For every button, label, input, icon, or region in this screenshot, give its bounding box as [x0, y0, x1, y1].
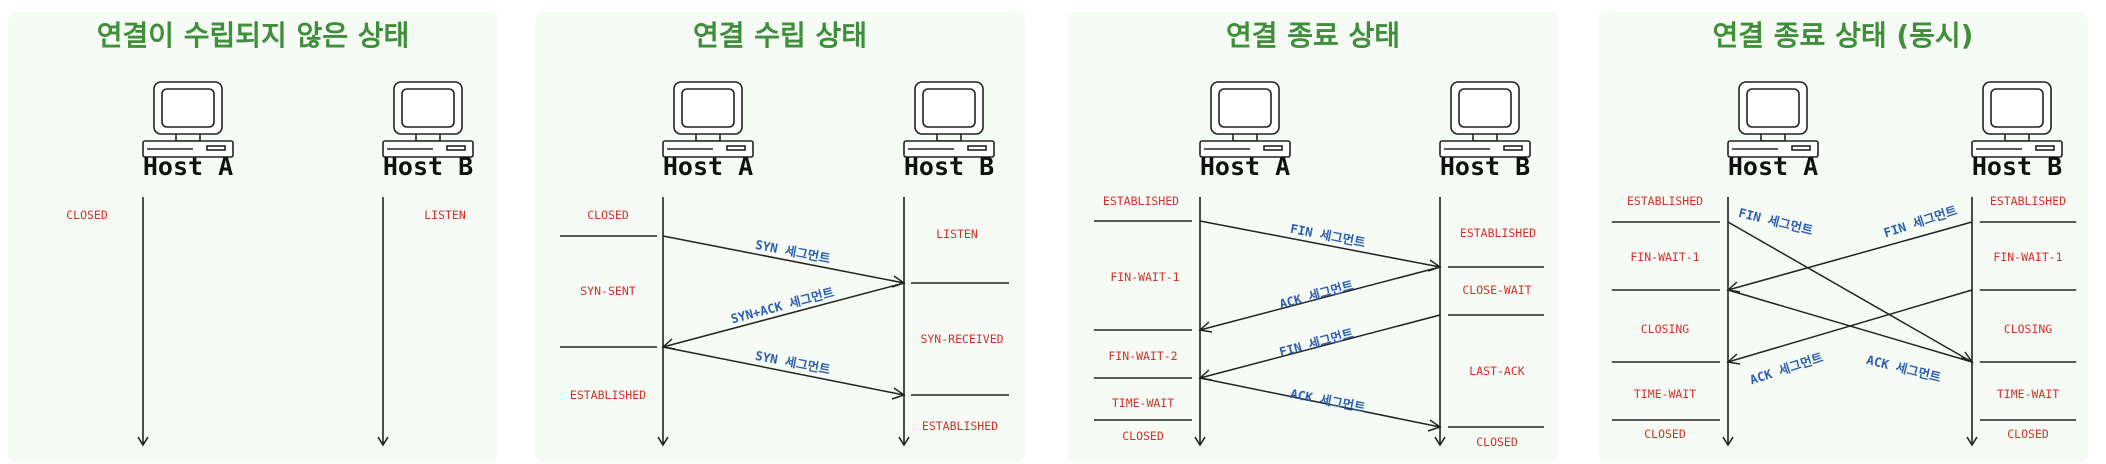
- state-label-host-a: TIME-WAIT: [1111, 396, 1175, 410]
- state-label-host-a: TIME-WAIT: [1633, 387, 1697, 401]
- panel-3-lines: [1094, 81, 1544, 447]
- host-b-label: Host B: [382, 152, 474, 181]
- state-label-host-a: FIN-WAIT-2: [1108, 349, 1178, 363]
- message-arrow: [1199, 266, 1441, 331]
- state-label-host-a: ESTABLISHED: [1102, 194, 1180, 208]
- message-arrow: [662, 282, 905, 348]
- computer-icon: [382, 81, 474, 158]
- panel-1-lines: [137, 81, 474, 447]
- computer-icon: [1727, 81, 1819, 158]
- arrowhead-icon: [1966, 436, 1978, 447]
- panel-title: 연결이 수립되지 않은 상태: [96, 19, 410, 52]
- arrowhead-icon: [1726, 353, 1741, 365]
- message-arrow: [1727, 221, 1973, 291]
- host-b-label: Host B: [903, 152, 995, 181]
- state-label-host-b: ESTABLISHED: [1459, 226, 1537, 240]
- state-label-host-b: FIN-WAIT-1: [1993, 250, 2063, 264]
- arrowhead-icon: [1434, 436, 1446, 447]
- panel-title: 연결 종료 상태 (동시): [1712, 19, 1974, 52]
- panel-connection-establishment: 연결 수립 상태 Host A Host B CLOSED SYN-SENT E…: [535, 12, 1025, 462]
- host-b-label: Host B: [1971, 152, 2063, 181]
- state-label-host-a: FIN-WAIT-1: [1110, 270, 1180, 284]
- computer-icon: [142, 81, 234, 158]
- host-a-label: Host A: [1199, 152, 1291, 181]
- state-label-host-b: SYN-RECEIVED: [920, 332, 1004, 346]
- computer-icon: [1199, 81, 1291, 158]
- message-arrow: [662, 346, 905, 396]
- state-label-host-a: FIN-WAIT-1: [1630, 250, 1700, 264]
- panel-title: 연결 종료 상태: [1225, 19, 1401, 52]
- state-label-host-b: LAST-ACK: [1469, 364, 1525, 378]
- state-label-host-b: CLOSE-WAIT: [1462, 283, 1532, 297]
- arrowhead-icon: [657, 436, 669, 447]
- panel-2-lines: [560, 81, 1009, 447]
- state-label-host-a: SYN-SENT: [580, 284, 636, 298]
- panel-title: 연결 수립 상태: [692, 19, 868, 52]
- message-arrow: [1199, 314, 1441, 379]
- message-arrow: [1727, 221, 1973, 363]
- state-label-host-b: ESTABLISHED: [921, 419, 999, 433]
- host-b-label: Host B: [1439, 152, 1531, 181]
- state-label-host-a: ESTABLISHED: [569, 388, 647, 402]
- arrowhead-icon: [898, 436, 910, 447]
- panel-connection-termination: 연결 종료 상태 Host A Host B ESTABLISHED FIN-W…: [1068, 12, 1558, 462]
- state-label-host-a: CLOSING: [1640, 322, 1690, 336]
- state-label-host-a: CLOSED: [1644, 427, 1686, 441]
- computer-icon: [1971, 81, 2063, 158]
- state-label-host-b: ESTABLISHED: [1989, 194, 2067, 208]
- host-a-label: Host A: [1727, 152, 1819, 181]
- panel-4-lines: [1612, 81, 2076, 447]
- arrowhead-icon: [891, 387, 906, 400]
- state-label-host-a: CLOSED: [587, 208, 629, 222]
- state-label-host-b: LISTEN: [936, 227, 978, 241]
- state-label-host-a: ESTABLISHED: [1626, 194, 1704, 208]
- host-a-label: Host A: [142, 152, 234, 181]
- message-arrow: [1199, 220, 1441, 268]
- host-a-label: Host A: [662, 152, 754, 181]
- message-arrow: [1727, 289, 1973, 363]
- message-arrow: [1199, 377, 1441, 428]
- state-label-host-b: CLOSED: [1476, 435, 1518, 449]
- arrowhead-icon: [1722, 436, 1734, 447]
- message-arrow: [662, 235, 905, 284]
- state-label-host-a: CLOSED: [1122, 429, 1164, 443]
- state-label-host-b: CLOSED: [2007, 427, 2049, 441]
- panel-simultaneous-termination: 연결 종료 상태 (동시) Host A Host B ESTABLISHED …: [1598, 12, 2088, 462]
- arrowhead-icon: [1427, 419, 1442, 432]
- computer-icon: [903, 81, 995, 158]
- arrowhead-icon: [137, 436, 149, 447]
- state-label-host-b: TIME-WAIT: [1996, 387, 2060, 401]
- computer-icon: [1439, 81, 1531, 158]
- computer-icon: [662, 81, 754, 158]
- state-label-host-b: CLOSING: [2003, 322, 2053, 336]
- arrowhead-icon: [1198, 321, 1213, 333]
- state-label-host-b: LISTEN: [424, 208, 466, 222]
- state-label-host-a: CLOSED: [66, 208, 108, 222]
- arrowhead-icon: [1194, 436, 1206, 447]
- panel-no-connection: 연결이 수립되지 않은 상태 Host A Host B CLOSED LIST…: [8, 12, 498, 462]
- arrowhead-icon: [377, 436, 389, 447]
